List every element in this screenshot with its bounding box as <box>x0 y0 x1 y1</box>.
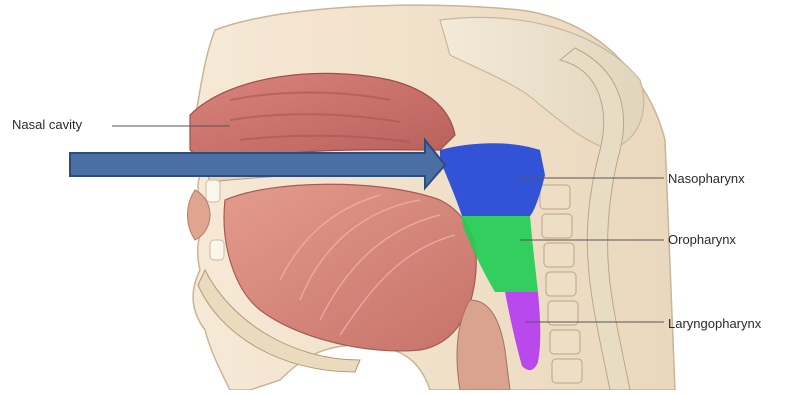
laryngopharynx-label: Laryngopharynx <box>668 316 761 331</box>
oropharynx-label: Oropharynx <box>668 232 736 247</box>
nasopharynx-label: Nasopharynx <box>668 171 745 186</box>
nasal-cavity-label: Nasal cavity <box>12 117 82 132</box>
